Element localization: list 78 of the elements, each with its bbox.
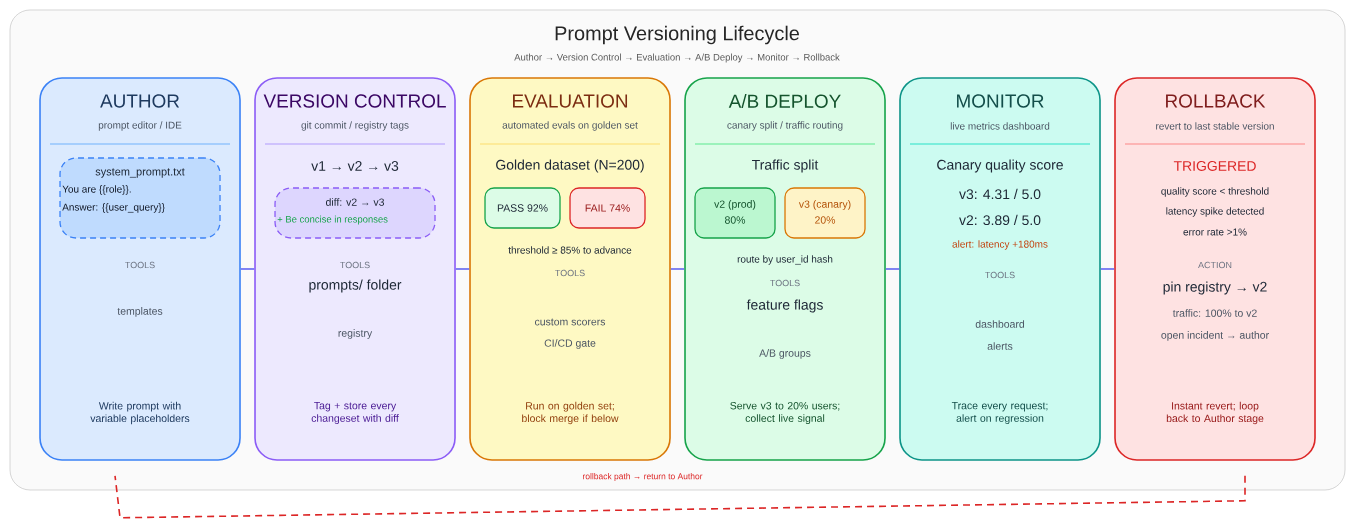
tool-name: templates — [117, 307, 163, 317]
split-text: 20% — [815, 216, 836, 224]
stage-card — [469, 77, 671, 461]
result-text: FAIL 74% — [585, 204, 630, 212]
tool-name: dashboard — [975, 320, 1025, 328]
inner-box — [569, 187, 646, 229]
tool-name: A/B groups — [759, 349, 811, 359]
detail-text: quality score < threshold — [1161, 187, 1269, 197]
stage-subtitle: automated evals on golden set — [502, 121, 638, 131]
highlight-text: v1 → v2 → v3 — [311, 161, 399, 171]
highlight-text: feature flags — [746, 299, 823, 313]
detail-text: latency spike detected — [1166, 207, 1264, 217]
stage-subtitle: canary split / traffic routing — [727, 121, 843, 131]
tool-name: CI/CD gate — [544, 339, 596, 349]
stage-title: MONITOR — [957, 94, 1044, 108]
diff-heading: diff: v2 → v3 — [326, 198, 384, 206]
section-heading: TOOLS — [985, 271, 1015, 279]
split-text: v2 (prod) — [714, 200, 756, 210]
highlight-text: v3: 4.31 / 5.0 — [959, 188, 1041, 200]
stage-note: Write prompt with variable placeholders — [90, 401, 190, 425]
inner-box — [784, 187, 866, 239]
template-line: You are {{role}}. — [62, 185, 131, 195]
stage-subtitle: prompt editor / IDE — [98, 121, 182, 131]
diagram-title: Prompt Versioning Lifecycle — [555, 25, 799, 45]
connector — [240, 268, 255, 270]
diff-line: + Be concise in responses — [277, 215, 388, 225]
highlight-text: prompts/ folder — [309, 279, 402, 293]
tool-name: open incident → author — [1161, 331, 1269, 341]
highlight-text: v2: 3.89 / 5.0 — [959, 214, 1041, 226]
connector — [885, 268, 900, 270]
stage-subtitle: git commit / registry tags — [301, 121, 409, 131]
inner-box — [484, 187, 561, 229]
stage-subtitle: revert to last stable version — [1156, 122, 1274, 130]
section-heading: TOOLS — [340, 261, 370, 269]
stage-title: AUTHOR — [100, 94, 180, 108]
split-text: v3 (canary) — [798, 200, 851, 210]
stage-note: Run on golden set; block merge if below — [522, 401, 619, 425]
stage-title: VERSION CONTROL — [263, 94, 446, 108]
detail-text: threshold ≥ 85% to advance — [508, 246, 632, 254]
stage-title: EVALUATION — [513, 94, 628, 108]
stage-subtitle: live metrics dashboard — [950, 122, 1050, 130]
tool-name: registry — [338, 329, 373, 339]
section-heading: TOOLS — [770, 279, 800, 287]
connector — [114, 475, 1246, 519]
stage-title: A/B DEPLOY — [728, 94, 841, 108]
tool-name: alerts — [987, 342, 1013, 350]
split-text: 80% — [725, 216, 746, 224]
section-heading: ACTION — [1198, 261, 1232, 269]
section-heading: TOOLS — [125, 261, 155, 269]
tool-name: traffic: 100% to v2 — [1172, 309, 1257, 317]
highlight-text: pin registry → v2 — [1163, 281, 1267, 295]
section-heading: TOOLS — [555, 269, 585, 277]
stage-note: Tag + store every changeset with diff — [311, 402, 399, 424]
alert-text: alert: latency +180ms — [952, 240, 1048, 250]
connector — [1100, 268, 1115, 270]
highlight-text: Canary quality score — [937, 159, 1063, 173]
stage-title: ROLLBACK — [1166, 94, 1266, 108]
result-text: PASS 92% — [497, 204, 548, 212]
stage-card — [899, 77, 1101, 461]
detail-text: route by user_id hash — [737, 255, 833, 265]
tool-name: custom scorers — [535, 318, 606, 326]
stage-card — [1114, 77, 1316, 461]
edge-label: rollback path → return to Author — [581, 471, 705, 483]
flow-summary: Author → Version Control → Evaluation → A/B Deploy → Monitor → Rollback — [514, 53, 840, 63]
inner-box — [694, 187, 776, 239]
status-text: TRIGGERED — [1173, 161, 1256, 171]
inner-box — [59, 157, 221, 239]
highlight-text: Traffic split — [752, 159, 819, 173]
template-line: Answer: {{user_query}} — [62, 203, 165, 213]
detail-text: error rate >1% — [1183, 228, 1247, 236]
stage-note: Trace every request; alert on regression — [951, 402, 1048, 424]
stage-note: Instant revert; loop back to Author stage — [1166, 401, 1264, 425]
inner-box — [274, 187, 436, 239]
highlight-text: Golden dataset (N=200) — [496, 159, 644, 173]
connector — [455, 268, 470, 270]
connector — [670, 268, 685, 270]
file-name: system_prompt.txt — [95, 168, 185, 178]
stage-note: Serve v3 to 20% users; collect live signal — [730, 402, 840, 424]
